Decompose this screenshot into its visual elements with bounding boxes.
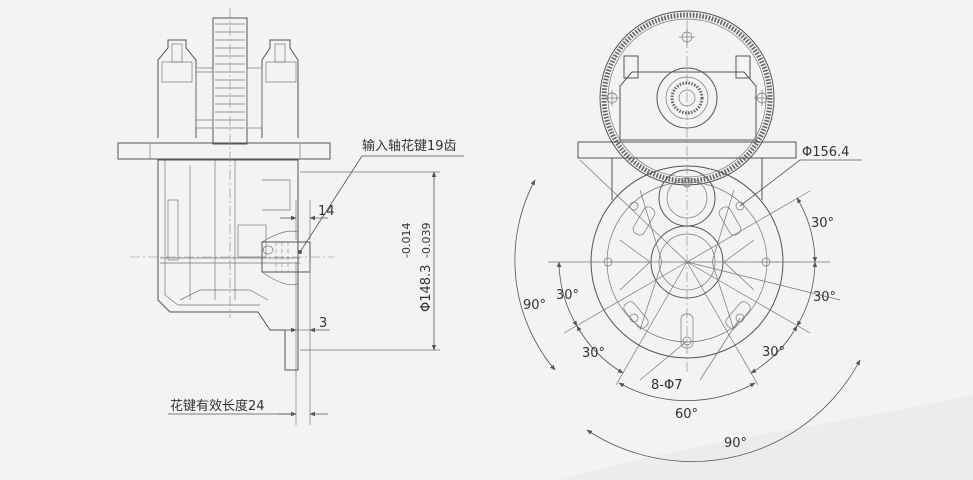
spline-length-label: 花键有效长度24 [170,398,265,414]
angle-30-upper-right: 30° [811,216,834,231]
angle-90-left: 90° [523,298,546,313]
bore-diameter-label: Φ148.3 [419,265,434,312]
spline-teeth-label: 输入轴花键19齿 [362,138,457,154]
angle-30-lower-right: 30° [762,345,785,360]
angle-30-left: 30° [556,288,579,303]
front-view-labels: Φ156.4 30° 30° 30° 30° 30° 8-Φ7 60° 90° … [523,145,849,451]
holes-label: 8-Φ7 [651,378,682,393]
front-view [514,10,862,462]
side-view [117,8,464,425]
dim-14-label: 14 [318,204,335,219]
background-wave [560,395,973,480]
side-view-labels: 输入轴花键19齿 14 3 Φ148.3 -0.014 -0.039 花键有效长… [170,138,457,414]
angle-60: 60° [675,407,698,422]
angle-90-bottom: 90° [724,436,747,451]
angle-30-lower-left: 30° [582,346,605,361]
bore-tolerance-lower: -0.039 [420,223,433,258]
dim-3-label: 3 [319,316,327,331]
angle-30-right: 30° [813,290,836,305]
bore-tolerance-upper: -0.014 [400,223,413,258]
pcd-label: Φ156.4 [802,145,849,160]
